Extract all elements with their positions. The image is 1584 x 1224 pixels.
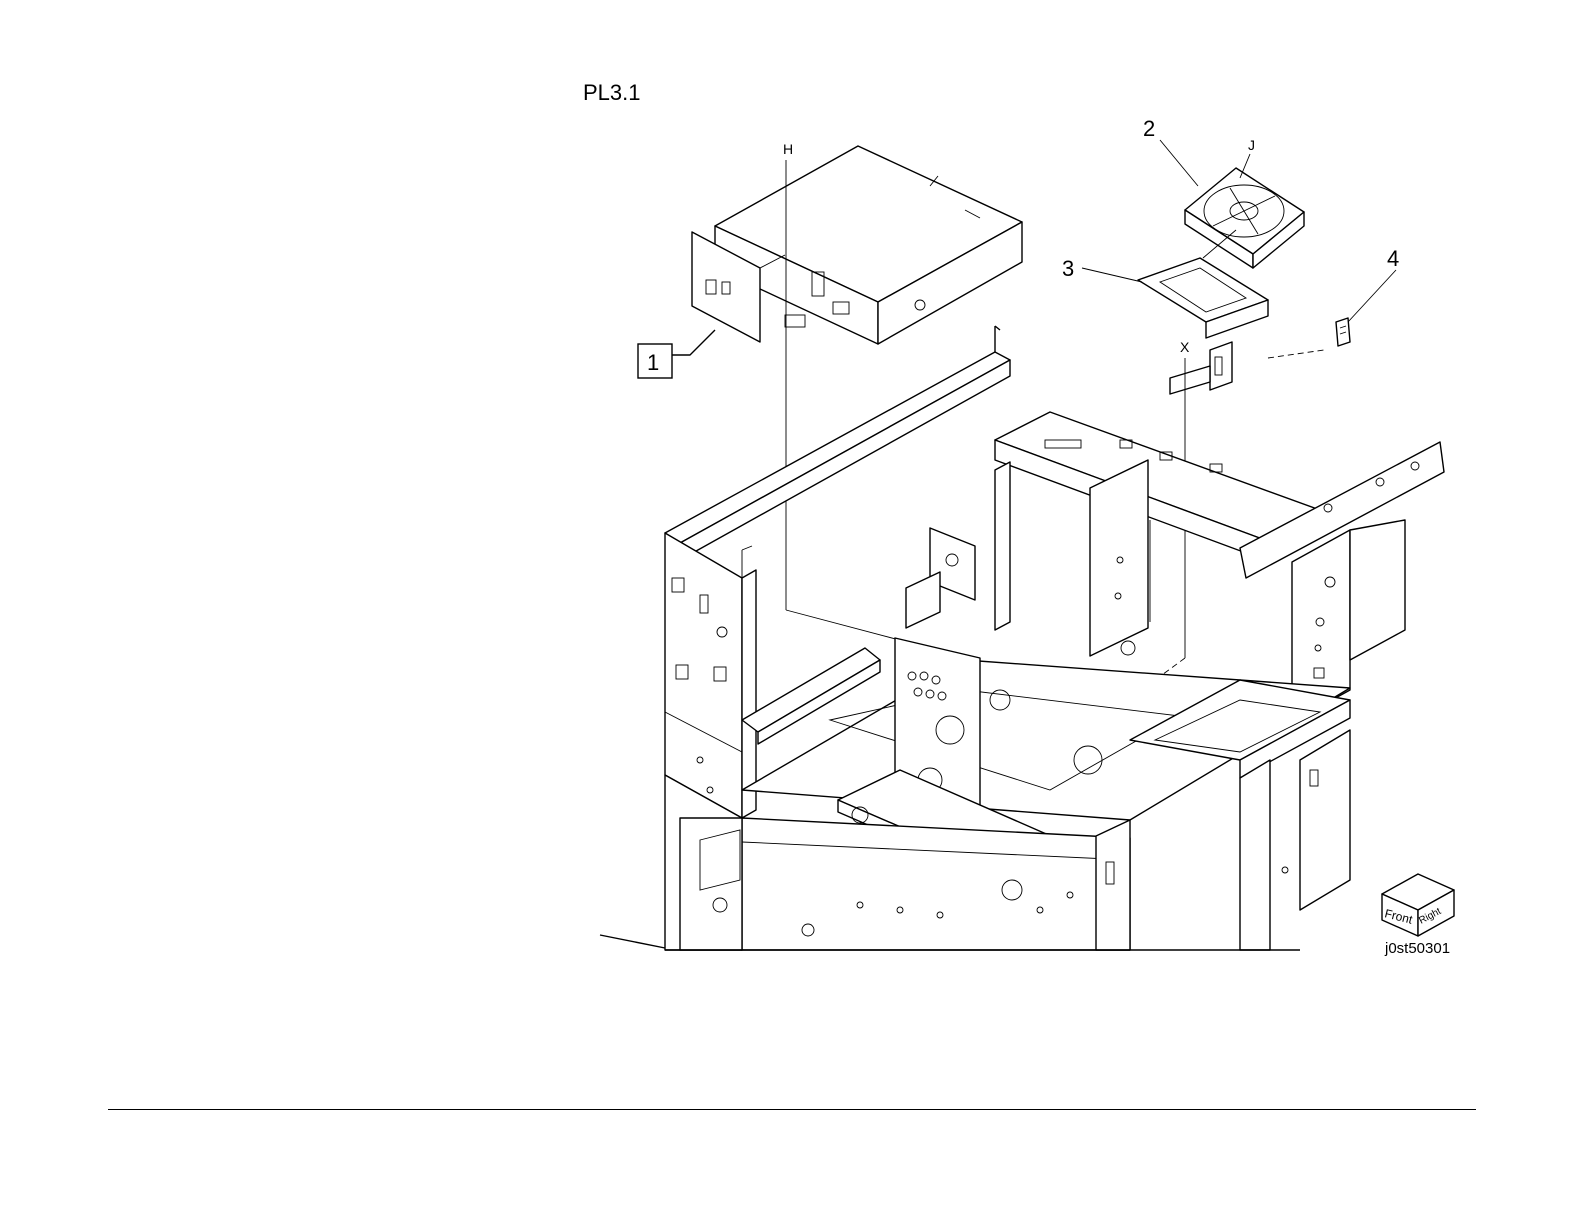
main-frame bbox=[600, 326, 1444, 950]
ref-letter-j: J bbox=[1248, 137, 1255, 153]
callout-3-leader bbox=[1082, 268, 1142, 282]
callout-2-label: 2 bbox=[1143, 116, 1155, 141]
figure-id: j0st50301 bbox=[1385, 940, 1450, 957]
callout-3-label: 3 bbox=[1062, 256, 1074, 281]
callout-4-label: 4 bbox=[1387, 246, 1399, 271]
ref-letter-h: H bbox=[783, 141, 793, 157]
callout-4-leader bbox=[1348, 270, 1396, 322]
footer-rule bbox=[108, 1109, 1476, 1110]
callout-1-label: 1 bbox=[647, 350, 659, 375]
part-2-fan bbox=[1185, 168, 1304, 268]
ref-letter-x: X bbox=[1180, 339, 1190, 355]
part-4-connector bbox=[1336, 318, 1350, 346]
callout-2-leader bbox=[1160, 140, 1198, 186]
part-1-electrical-box bbox=[692, 146, 1022, 344]
orientation-cube-icon: Front Right bbox=[1382, 874, 1454, 936]
